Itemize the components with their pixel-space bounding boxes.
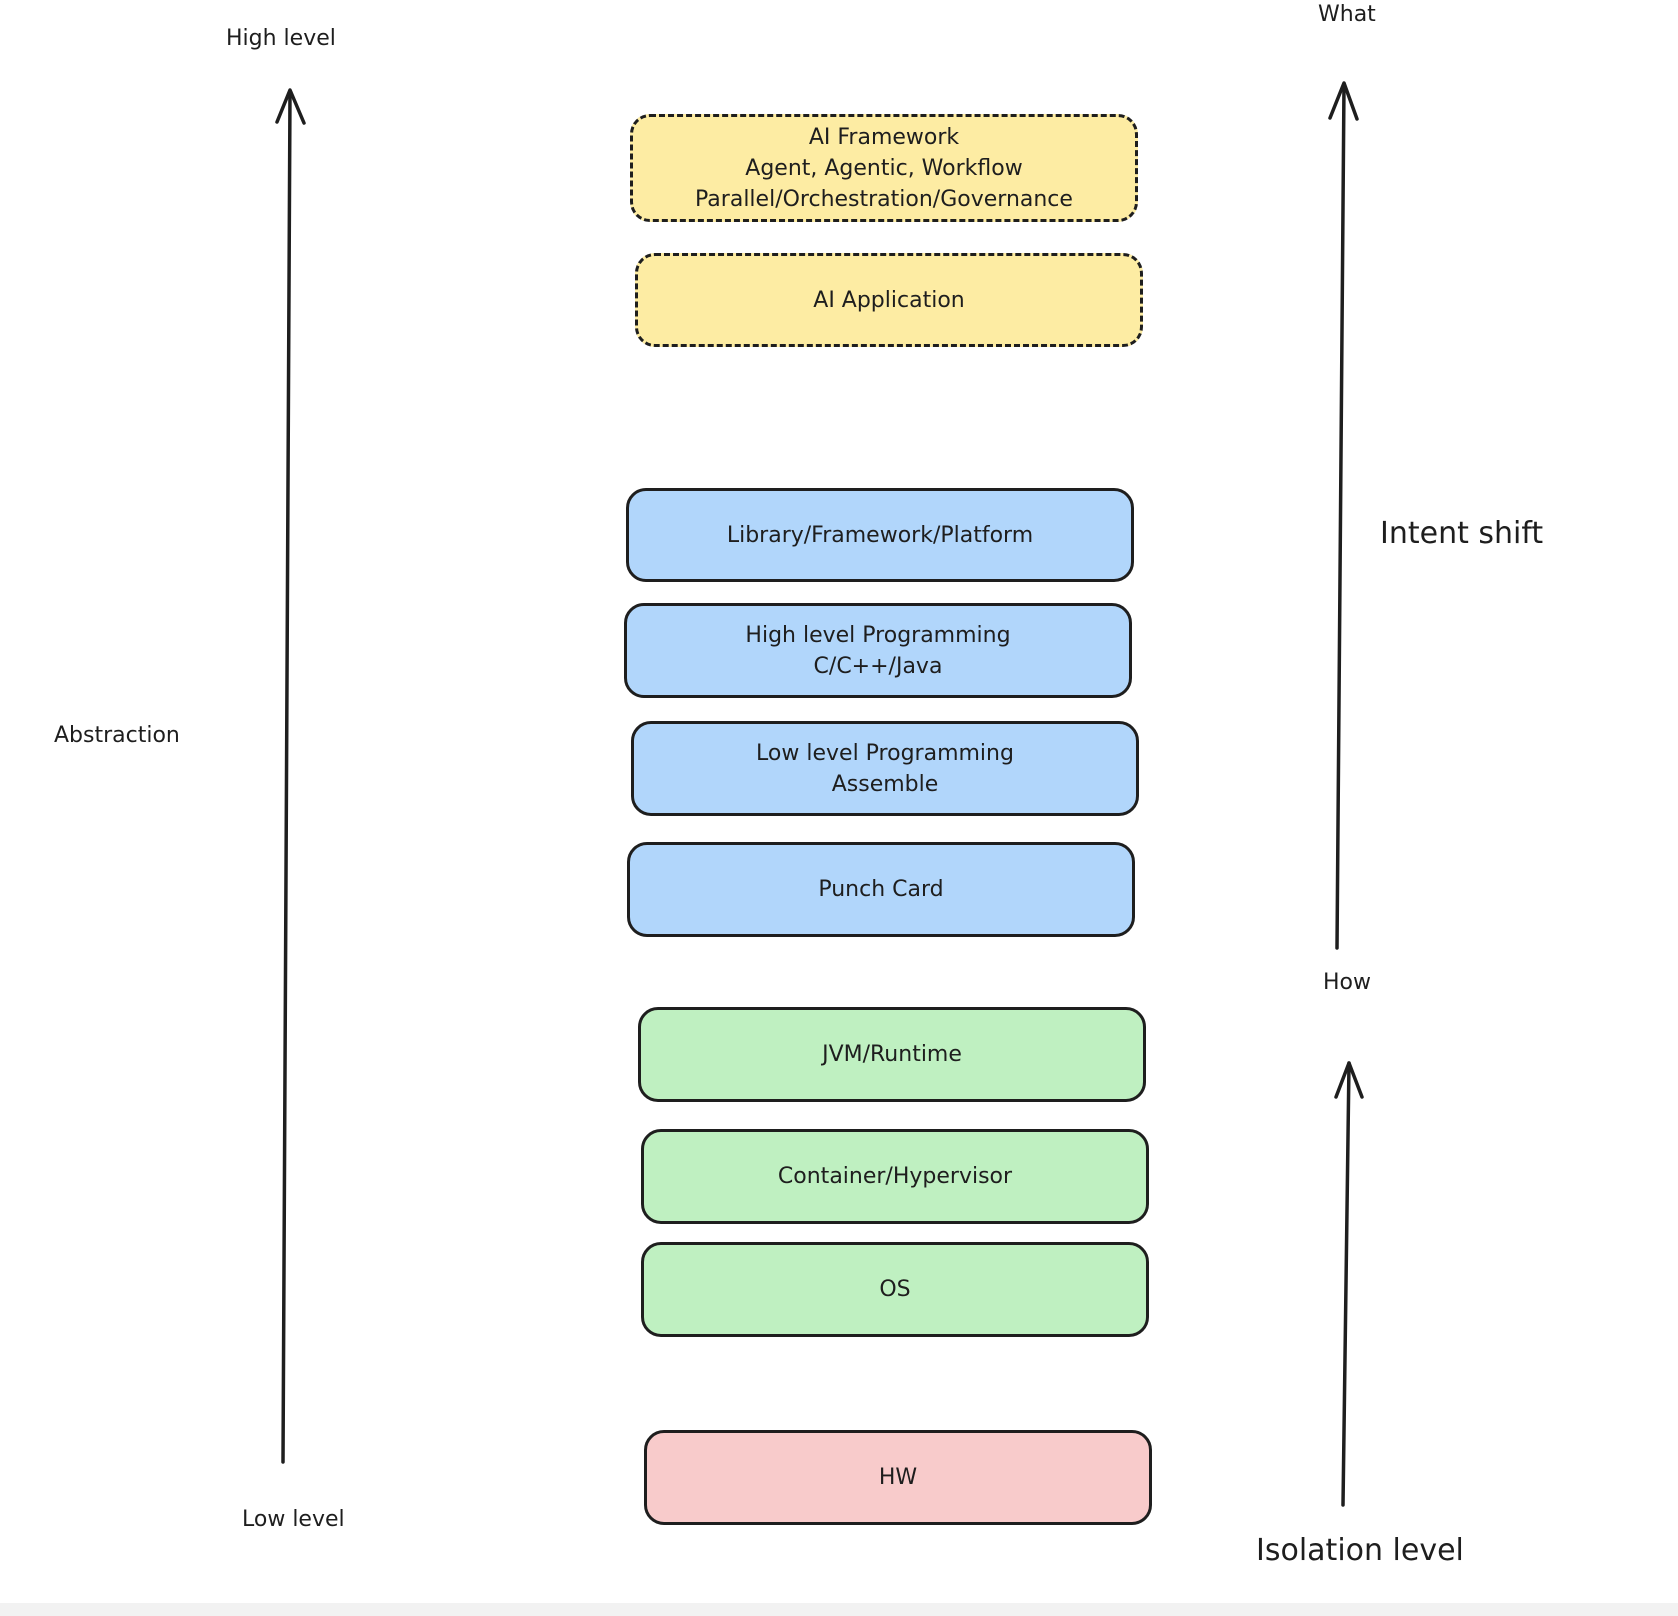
jvm-runtime-title: JVM/Runtime [822,1042,962,1067]
os-title: OS [879,1277,911,1302]
low-level-label: Low level [242,1507,345,1532]
container-hypervisor-title: Container/Hypervisor [777,1164,1013,1189]
library-framework-platform-box: Library/Framework/Platform [626,488,1134,582]
high-level-programming-languages: C/C++/Java [813,653,943,679]
punch-card-title: Punch Card [818,877,944,902]
os-box: OS [641,1242,1149,1337]
isolation-level-label: Isolation level [1256,1533,1464,1568]
ai-framework-box: AI Framework Agent, Agentic, Workflow Pa… [630,114,1138,222]
how-label: How [1323,970,1371,995]
ai-framework-line-3: Parallel/Orchestration/Governance [695,186,1073,212]
hw-title: HW [878,1465,918,1490]
abstraction-arrow [275,88,306,1464]
jvm-runtime-box: JVM/Runtime [638,1007,1146,1102]
container-hypervisor-box: Container/Hypervisor [641,1129,1149,1224]
punch-card-box: Punch Card [627,842,1135,937]
intent-shift-label: Intent shift [1380,516,1544,551]
high-level-programming-box: High level Programming C/C++/Java [624,603,1132,698]
library-framework-platform-title: Library/Framework/Platform [726,522,1034,548]
ai-framework-line-2: Agent, Agentic, Workflow [745,155,1023,181]
high-level-label: High level [226,26,336,51]
intent-shift-arrow [1328,81,1359,950]
bottom-edge-bar [0,1603,1678,1616]
abstraction-label: Abstraction [54,723,180,748]
ai-application-box: AI Application [635,253,1143,347]
ai-framework-title: AI Framework [808,124,960,150]
low-level-programming-box: Low level Programming Assemble [631,721,1139,816]
isolation-level-arrow [1334,1061,1364,1507]
hw-box: HW [644,1430,1152,1525]
high-level-programming-title: High level Programming [745,622,1011,648]
low-level-programming-title: Low level Programming [756,740,1014,766]
low-level-programming-language: Assemble [831,771,939,797]
what-label: What [1318,2,1376,27]
ai-application-title: AI Application [813,287,965,313]
